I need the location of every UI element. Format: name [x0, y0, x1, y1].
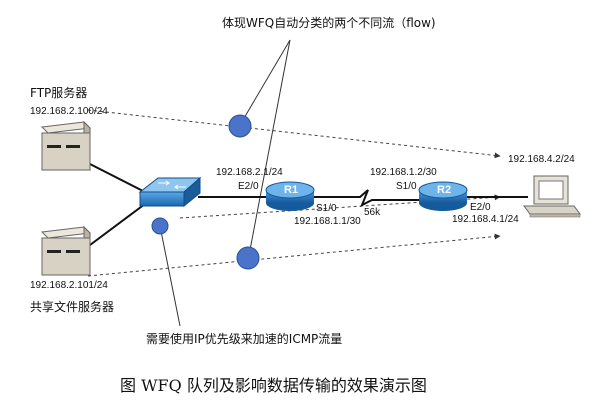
r1-lan-ip: 192.168.2.1/24	[216, 167, 283, 178]
r1-lan-interface: E2/0	[238, 181, 259, 192]
r2-lan-ip: 192.168.4.1/24	[452, 214, 519, 225]
router-r1-icon	[265, 181, 315, 211]
share-server-icon	[40, 225, 92, 277]
flow-line-share	[87, 233, 501, 277]
switch-icon	[138, 176, 202, 208]
r1-wan-ip: 192.168.1.1/30	[294, 216, 361, 227]
r1-wan-interface: S1/0	[316, 203, 337, 214]
link-r1-r2-serial	[312, 189, 420, 208]
share-server-label: 共享文件服务器	[30, 300, 115, 314]
pointer-bottom	[159, 225, 181, 327]
r2-wan-ip: 192.168.1.2/30	[370, 167, 437, 178]
pc-ip: 192.168.4.2/24	[508, 154, 575, 165]
ftp-server-icon	[40, 120, 92, 172]
r2-wan-interface: S1/0	[396, 181, 417, 192]
ftp-server-label: FTP服务器	[30, 86, 88, 100]
r2-label: R2	[437, 184, 452, 196]
ftp-server-ip: 192.168.2.100/24	[30, 106, 108, 117]
marker-flow-share	[236, 246, 260, 270]
marker-flow-ftp	[228, 114, 252, 138]
link-ftp-switch	[85, 161, 146, 193]
serial-bandwidth: 56k	[364, 207, 381, 218]
share-server-ip: 192.168.2.101/24	[30, 280, 108, 291]
pc-icon	[523, 175, 581, 218]
flow-line-ftp	[87, 109, 501, 159]
pointer-top-left	[239, 39, 291, 126]
router-r2-icon	[418, 181, 468, 211]
r2-lan-interface: E2/0	[470, 202, 491, 213]
bottom-annotation: 需要使用IP优先级来加速的ICMP流量	[146, 332, 343, 346]
marker-icmp	[151, 217, 169, 235]
top-annotation: 体现WFQ自动分类的两个不同流（flow)	[222, 16, 436, 30]
pointer-top-right	[249, 39, 291, 251]
r1-label: R1	[284, 184, 299, 196]
link-share-switch	[85, 203, 146, 249]
figure-caption: 图 WFQ 队列及影响数据传输的效果演示图	[120, 376, 427, 395]
